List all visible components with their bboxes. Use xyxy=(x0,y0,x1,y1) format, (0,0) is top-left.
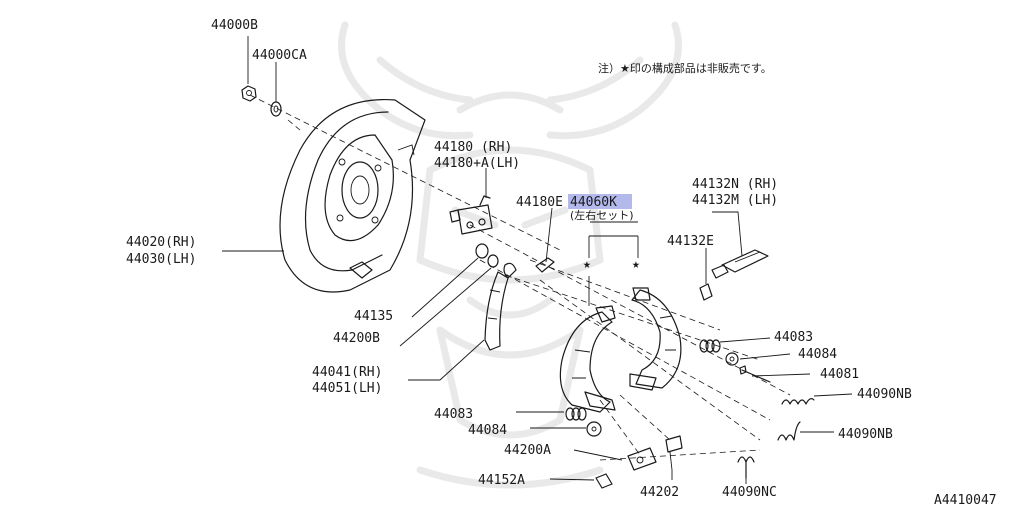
label-44152a: 44152A xyxy=(478,473,525,488)
label-44000ca: 44000CA xyxy=(252,48,307,63)
label-44030: 44030(LH) xyxy=(126,252,196,267)
label-44000b: 44000B xyxy=(211,18,258,33)
star-mark-left: ★ xyxy=(583,257,591,272)
label-44200b: 44200B xyxy=(333,331,380,346)
label-44090nb-lower: 44090NB xyxy=(838,427,893,442)
star-mark-right: ★ xyxy=(632,257,640,272)
spring-44090nb-lower xyxy=(777,421,801,441)
highlight-44060k xyxy=(568,194,632,209)
clip-44200b xyxy=(503,262,517,279)
label-44132n: 44132N (RH) xyxy=(692,177,778,192)
label-44180-rh: 44180 (RH) xyxy=(434,140,512,155)
backing-plate-44020 xyxy=(279,98,426,293)
label-44200a: 44200A xyxy=(504,443,551,458)
nut-44000b xyxy=(241,85,257,102)
watermark-emblem xyxy=(338,21,682,489)
label-44180e: 44180E xyxy=(516,195,563,210)
spring-44132e xyxy=(699,283,713,301)
wheel-cylinder-44180 xyxy=(449,195,493,235)
label-44132m: 44132M (LH) xyxy=(692,193,778,208)
label-44135: 44135 xyxy=(354,309,393,324)
label-44090nc: 44090NC xyxy=(722,485,777,500)
label-44083-right: 44083 xyxy=(774,330,813,345)
cap-44084-left xyxy=(586,421,602,437)
figure-id: A4410047 xyxy=(934,493,997,508)
pin-44081 xyxy=(739,365,771,383)
label-44020: 44020(RH) xyxy=(126,235,196,250)
label-44060k-set: (左右セット) xyxy=(570,208,634,222)
note-text: 注）★印の構成部品は非販売です。 xyxy=(598,61,772,75)
label-44202: 44202 xyxy=(640,485,679,500)
label-44084-right: 44084 xyxy=(798,347,837,362)
leader-lines xyxy=(222,36,853,484)
label-44084-left: 44084 xyxy=(468,423,507,438)
bracket-44180e xyxy=(535,257,555,273)
washer-44000ca xyxy=(270,101,282,117)
cap-44084-right xyxy=(725,352,739,366)
label-44180-lh: 44180+A(LH) xyxy=(434,156,520,171)
spring-44083-left xyxy=(565,407,587,421)
brake-shoe-right xyxy=(629,287,682,391)
part-labels: 44000B 44000CA 44180 (RH) 44180+A(LH) 44… xyxy=(126,18,912,500)
label-44081: 44081 xyxy=(820,367,859,382)
ring-44135 xyxy=(475,243,499,268)
lever-44041 xyxy=(484,271,509,351)
retainer-44202 xyxy=(665,435,683,471)
brake-shoe-left xyxy=(559,305,616,413)
label-44132e: 44132E xyxy=(667,234,714,249)
label-44041: 44041(RH) xyxy=(312,365,382,380)
spring-44090nc xyxy=(737,456,755,479)
label-44083-left: 44083 xyxy=(434,407,473,422)
spring-44083-right xyxy=(699,339,721,353)
label-44051: 44051(LH) xyxy=(312,381,382,396)
label-44090nb-upper: 44090NB xyxy=(857,387,912,402)
assembly-guide-lines xyxy=(249,94,791,461)
label-44060k: 44060K xyxy=(570,195,617,210)
strut-44200a xyxy=(627,447,657,471)
spring-44090nb-upper xyxy=(781,398,815,405)
adjuster-44132n xyxy=(711,249,769,279)
plug-44152a xyxy=(595,473,613,489)
